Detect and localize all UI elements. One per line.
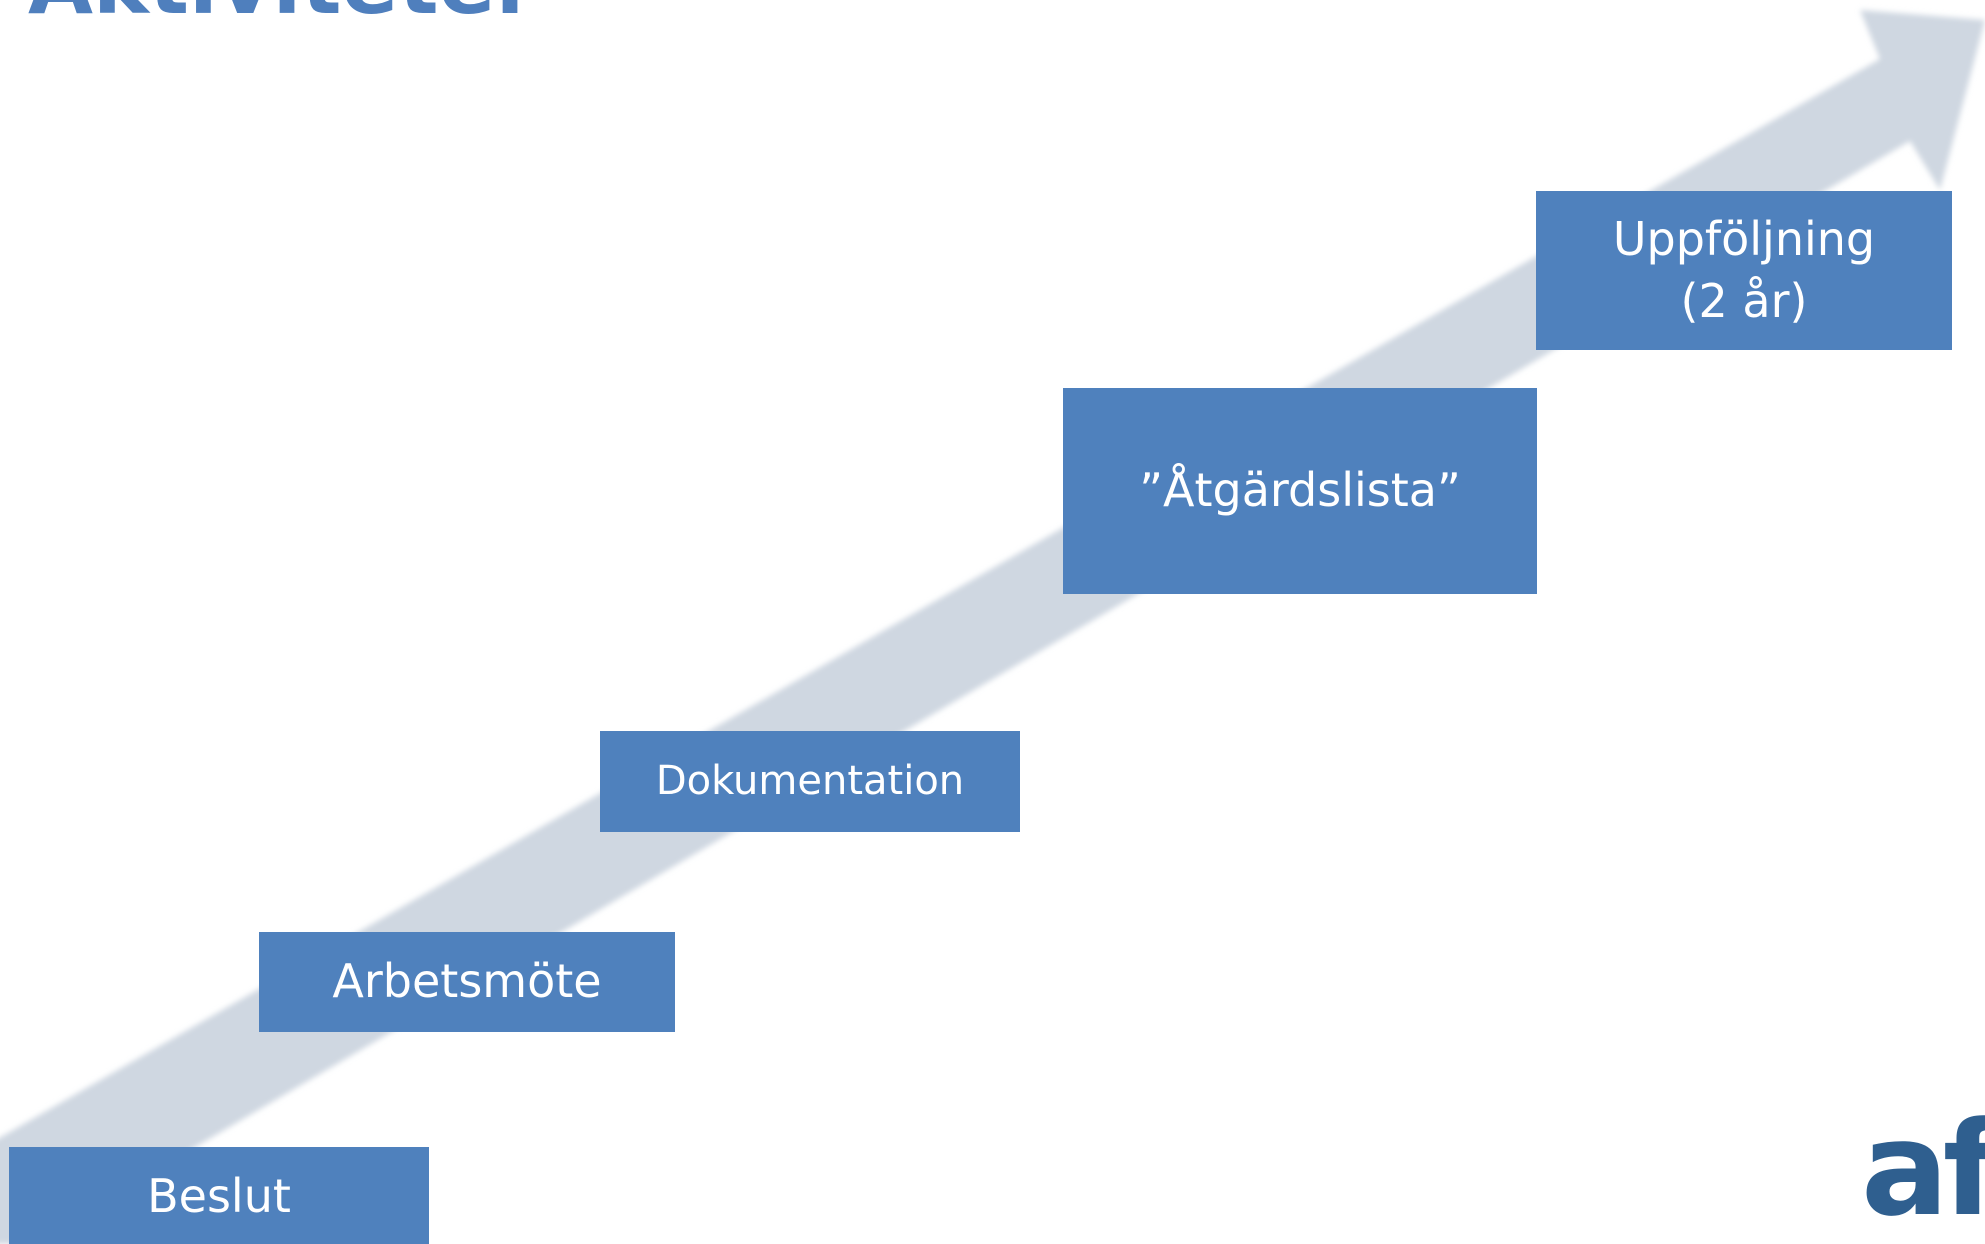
step-uppfoljning-text: Uppföljning (2 år) [1613,209,1875,331]
step-beslut: Beslut [9,1147,429,1244]
step-uppfoljning-label-line-1: Uppföljning [1612,212,1876,267]
step-uppfoljning: Uppföljning (2 år) [1536,191,1952,350]
step-arbetsmote-label: Arbetsmöte [332,954,602,1009]
step-uppfoljning-label-line-2: (2 år) [1680,273,1808,328]
step-beslut-label: Beslut [147,1169,291,1224]
step-dokumentation: Dokumentation [600,731,1020,832]
slide-title: Aktiviteter [28,0,537,26]
afa-logo: afa [1861,1093,1985,1244]
step-atgardslista-label: ”Åtgärdslista” [1139,463,1461,518]
step-dokumentation-label: Dokumentation [655,757,965,804]
step-arbetsmote: Arbetsmöte [259,932,675,1032]
step-atgardslista: ”Åtgärdslista” [1063,388,1537,594]
